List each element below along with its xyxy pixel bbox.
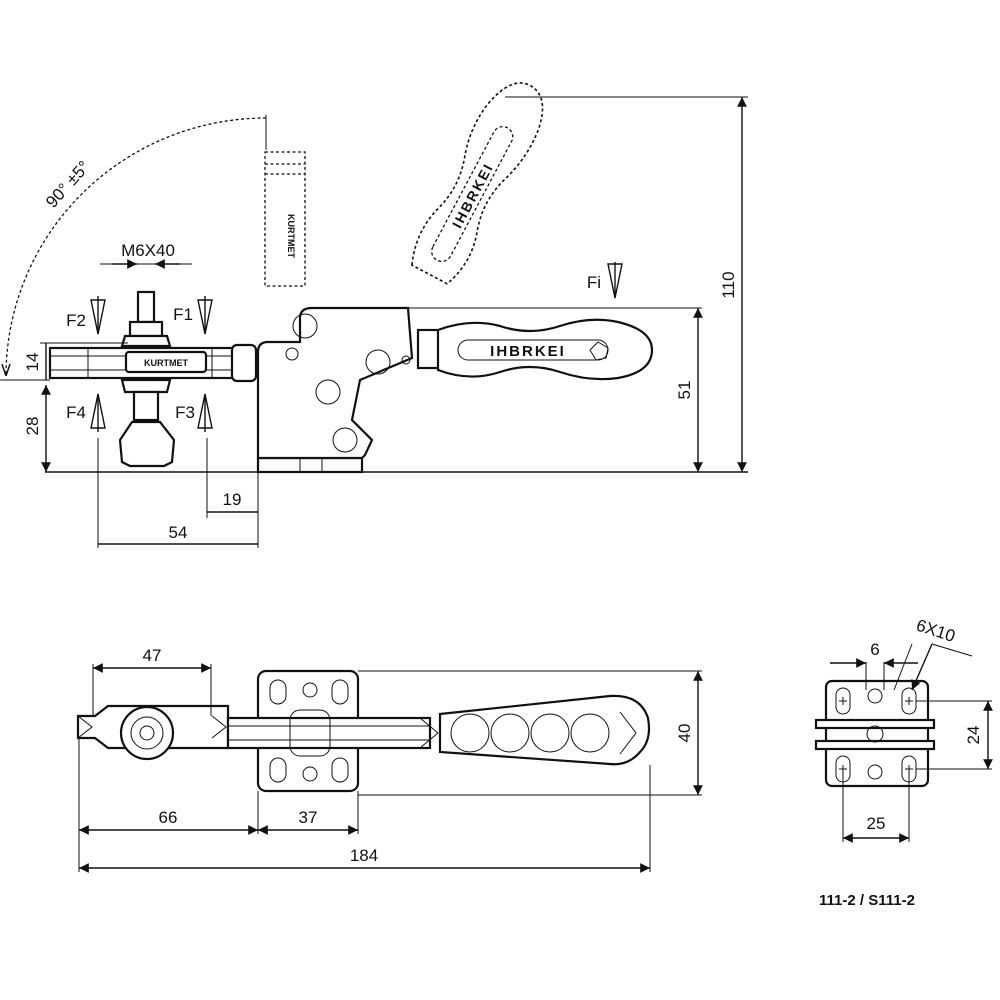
dim-slot-6x10: 6X10 — [893, 616, 973, 691]
top-view: 47 66 37 184 40 — [76, 646, 703, 873]
svg-text:54: 54 — [169, 523, 188, 542]
svg-text:KURTMET: KURTMET — [144, 358, 188, 368]
svg-text:40: 40 — [675, 724, 694, 743]
handle-open-position: IHBRKEI — [410, 82, 544, 285]
dim-19: 19 — [206, 438, 259, 548]
end-view: 6 6X10 24 25 — [814, 616, 993, 843]
force-f4: F4 — [66, 393, 106, 432]
svg-text:25: 25 — [867, 814, 886, 833]
svg-text:37: 37 — [299, 808, 318, 827]
dim-25: 25 — [842, 773, 910, 843]
dim-51: 51 — [408, 307, 703, 472]
base-plate — [256, 456, 364, 474]
dim-6: 6 — [830, 640, 918, 690]
svg-text:6: 6 — [870, 640, 879, 659]
dim-47: 47 — [92, 646, 212, 716]
brand-plate — [124, 350, 208, 374]
force-f2: F2 — [66, 296, 106, 335]
hex-nut — [128, 320, 164, 338]
top-linkage — [226, 716, 432, 750]
end-base-plate — [824, 679, 930, 788]
side-view: KURTMET IHBRKEI IHBRKEI KURTMET 90° ±5° … — [0, 82, 748, 548]
dim-184: 184 — [79, 765, 651, 873]
dim-110: 110 — [505, 96, 748, 472]
svg-text:51: 51 — [675, 381, 694, 400]
svg-text:110: 110 — [719, 271, 738, 298]
svg-text:184: 184 — [350, 846, 378, 865]
dim-66: 66 — [78, 738, 259, 872]
pivot-pin — [365, 349, 391, 375]
handle-neck — [416, 328, 442, 370]
svg-text:IHBRKEI: IHBRKEI — [490, 343, 566, 360]
dim-37: 37 — [258, 791, 359, 835]
pivot-pin — [315, 379, 341, 405]
dim-28: 28 — [23, 385, 51, 472]
top-spindle-pad — [119, 705, 175, 761]
dim-14: 14 — [23, 342, 128, 381]
clamp-body — [256, 306, 414, 460]
end-flange — [814, 718, 936, 730]
svg-text:28: 28 — [23, 417, 42, 436]
svg-text:24: 24 — [964, 726, 983, 745]
top-handle — [438, 694, 651, 766]
svg-text:19: 19 — [223, 490, 242, 509]
arm-open-position — [264, 151, 306, 287]
spindle-bolt — [136, 290, 156, 324]
svg-text:66: 66 — [159, 808, 178, 827]
spindle-pad — [118, 420, 176, 468]
svg-text:F2: F2 — [66, 311, 86, 330]
svg-text:Fi: Fi — [587, 273, 601, 292]
swing-arc — [5, 117, 267, 377]
pivot-pin — [332, 427, 358, 453]
svg-text:F1: F1 — [173, 305, 193, 324]
handle-grip — [436, 318, 654, 381]
force-f3: F3 — [175, 393, 213, 432]
force-f1: F1 — [173, 296, 213, 335]
dim-40: 40 — [358, 670, 703, 796]
angle-label: 90° ±5° — [42, 157, 94, 211]
bolt-label: M6X40 — [121, 241, 175, 260]
svg-text:F4: F4 — [66, 403, 86, 422]
svg-text:47: 47 — [143, 646, 162, 665]
svg-text:14: 14 — [23, 353, 42, 372]
svg-text:6X10: 6X10 — [914, 616, 958, 646]
end-flange — [814, 739, 936, 751]
svg-text:KURTMET: KURTMET — [286, 214, 296, 258]
model-label: 111-2 / S111-2 — [819, 892, 915, 909]
svg-text:F3: F3 — [175, 403, 195, 422]
force-fi: Fi — [587, 262, 623, 299]
pivot-pin — [292, 313, 318, 339]
dim-54: 54 — [97, 438, 258, 548]
dim-24: 24 — [916, 700, 993, 770]
